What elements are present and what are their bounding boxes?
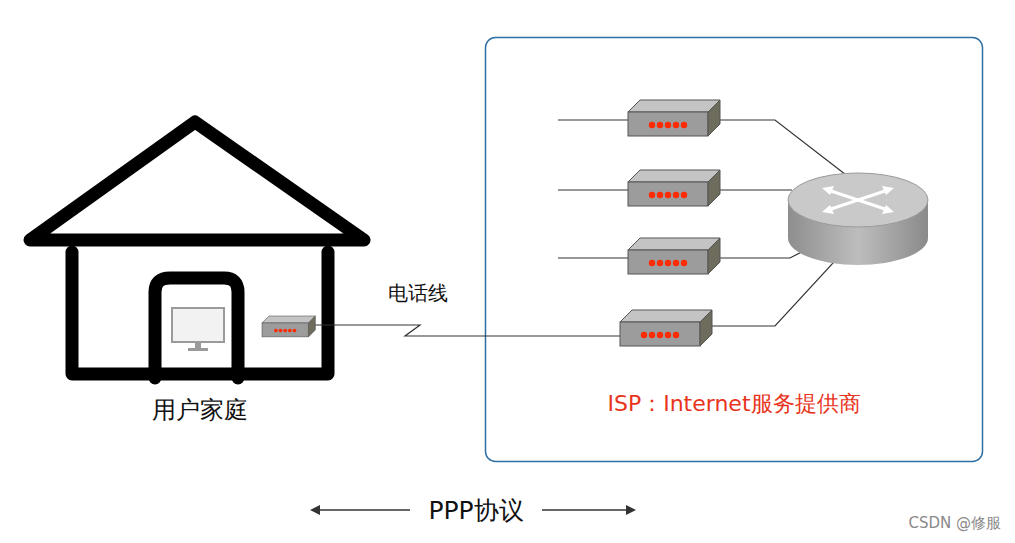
- wires: [315, 120, 850, 336]
- line-label: 电话线: [388, 280, 448, 307]
- protocol-label: PPP协议: [428, 494, 523, 527]
- monitor: [172, 308, 224, 351]
- isp-outline: [486, 38, 983, 462]
- modem: [262, 316, 315, 337]
- modem: [620, 310, 712, 346]
- modem: [628, 100, 720, 136]
- modem: [628, 170, 720, 206]
- modem: [628, 238, 720, 274]
- router: [788, 173, 928, 265]
- house-node: 用户家庭: [20, 112, 380, 430]
- node-text: ISP：Internet服务提供商: [607, 389, 860, 419]
- watermark: CSDN @修服: [908, 514, 1001, 533]
- isp-box: ISP：Internet服务提供商: [485, 37, 983, 462]
- house: [30, 122, 364, 378]
- node-text: 用户家庭: [152, 394, 248, 426]
- phone-line: [380, 325, 485, 336]
